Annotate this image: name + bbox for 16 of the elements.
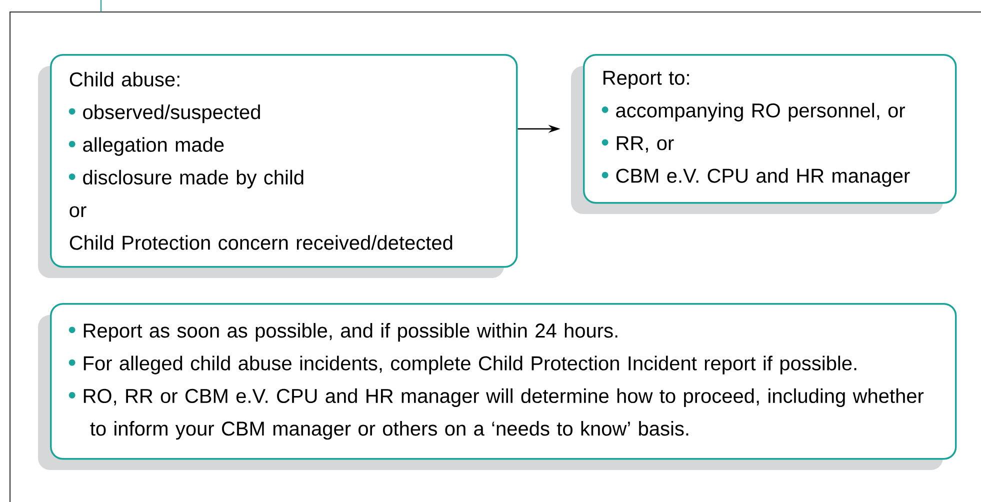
box-text: Child Protection concern received/detected	[70, 235, 452, 250]
list-item: disclosure made by child	[83, 170, 304, 188]
rounded-box	[50, 54, 518, 268]
list-item: RO, RR or CBM e.V. CPU and HR manager will determine how to proceed, including whether to inform your CBM manager or others on a ‘needs to know’ basis.	[84, 388, 924, 440]
box-text: or	[70, 206, 86, 218]
box-text: Child abuse:	[70, 72, 180, 87]
list-item: observed/suspected	[83, 104, 260, 124]
list-item: CBM e.V. CPU and HR manager	[616, 168, 910, 187]
list-item: Report as soon as possible, and if possible within 24 hours.	[84, 323, 618, 342]
list-item: For alleged child abuse incidents, complete Child Protection Incident report if possible.	[84, 356, 856, 374]
list-item: allegation made	[83, 137, 224, 156]
rounded-box	[583, 54, 957, 204]
list-item: accompanying RO personnel, or	[616, 102, 905, 122]
rounded-box	[50, 303, 957, 460]
list-item: RR, or	[616, 136, 674, 153]
box-text: Report to:	[604, 70, 689, 89]
